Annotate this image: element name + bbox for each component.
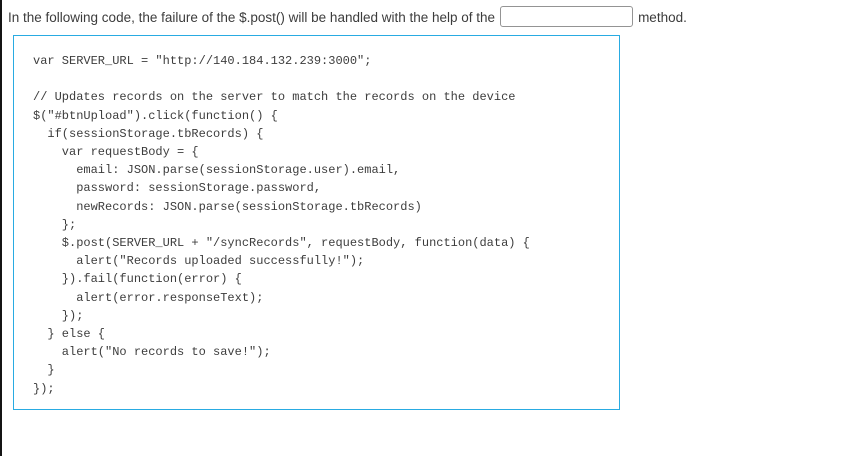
code-block: var SERVER_URL = "http://140.184.132.239… — [33, 54, 530, 396]
question-text-after: method. — [638, 9, 687, 25]
code-box: var SERVER_URL = "http://140.184.132.239… — [13, 35, 620, 410]
question-prompt: In the following code, the failure of th… — [2, 0, 849, 30]
question-text-before: In the following code, the failure of th… — [8, 9, 496, 25]
answer-input[interactable] — [500, 5, 634, 27]
